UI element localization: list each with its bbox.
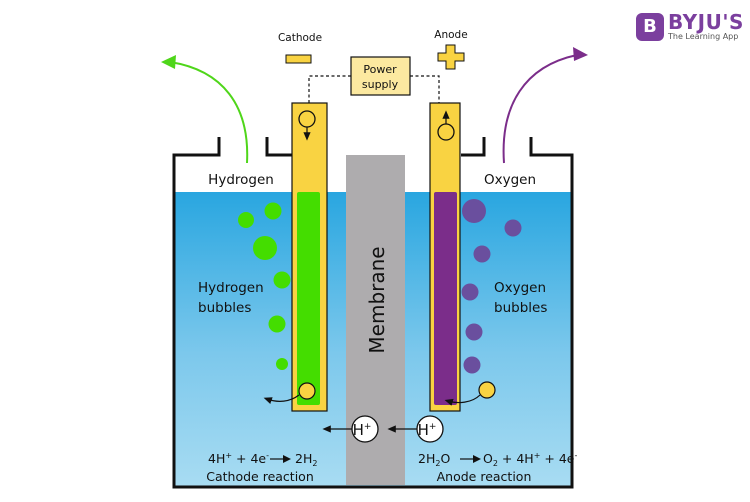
oxygen-bubble [461,283,479,301]
reaction-arrow-head-icon [283,455,291,463]
svg-text:2H2O: 2H2O [418,451,450,468]
brand-logo: B BYJU'S The Learning App [636,12,744,41]
anode-oxygen-column [434,192,457,405]
cathode-electron-path [263,394,300,405]
hydrogen-bubble [273,271,291,289]
tank-outline [172,137,574,489]
hydrogen-escape-arrow [169,61,249,164]
oxygen-bubbles [461,199,522,374]
proton-label: H+ [418,421,437,439]
hydrogen-gas-label: Hydrogen [208,172,274,188]
svg-text:4H+ + 4e-: 4H+ + 4e- [208,451,269,466]
proton-icon [351,415,379,443]
anode-electron-path [444,394,481,406]
hydrogen-bubble [268,315,286,333]
brand-logo-icon: B [636,12,664,41]
oxygen-bubble [473,245,491,263]
membrane-label: Membrane [365,246,389,353]
reaction-arrow-head-icon [473,455,481,463]
brand-name: BYJU'S [668,10,744,34]
power-supply-box [350,56,411,96]
hydrogen-bubble [276,358,288,370]
hydrogen-bubble [253,236,277,260]
power-wire [308,75,440,103]
hydrogen-bubble [264,202,282,220]
hydrogen-bubbles-label-2: bubbles [198,300,251,316]
power-supply-label-2: supply [362,78,399,91]
anode-reaction-caption: Anode reaction [437,469,532,484]
proton-label: H+ [353,421,372,439]
cathode-reaction-caption: Cathode reaction [206,469,314,484]
oxygen-bubble [462,199,486,223]
oxygen-bubble [504,219,522,237]
oxygen-bubbles-label-1: Oxygen [494,280,546,296]
power-supply-label-1: Power [363,63,397,76]
cathode-label: Cathode [278,32,322,44]
anode-label: Anode [434,29,467,41]
anode-reaction-equation: 2H2O O2 + 4H+ + 4e- [418,451,578,468]
hydrogen-arrow-head-icon [161,55,176,69]
cathode-reaction-equation: 4H+ + 4e- 2H2 [208,451,317,468]
oxygen-arrow-head-icon [573,47,588,61]
oxygen-gas-label: Oxygen [484,172,536,188]
oxygen-bubble [465,323,483,341]
proton-icon [416,415,444,443]
hydrogen-bubbles [238,202,291,370]
hydrogen-bubble [238,212,254,228]
oxygen-escape-arrow [502,54,578,164]
electron-particle [298,382,316,400]
electron-particle [478,381,496,399]
oxygen-bubbles-label-2: bubbles [494,300,547,316]
minus-sign-icon [285,54,312,64]
svg-text:O2 + 4H+ + 4e-: O2 + 4H+ + 4e- [483,451,578,468]
hydrogen-bubbles-label-1: Hydrogen [198,280,264,296]
plus-sign-icon [437,44,465,70]
brand-tagline: The Learning App [668,32,739,41]
oxygen-bubble [463,356,481,374]
svg-text:2H2: 2H2 [295,451,317,468]
cathode-hydrogen-column [297,192,320,405]
